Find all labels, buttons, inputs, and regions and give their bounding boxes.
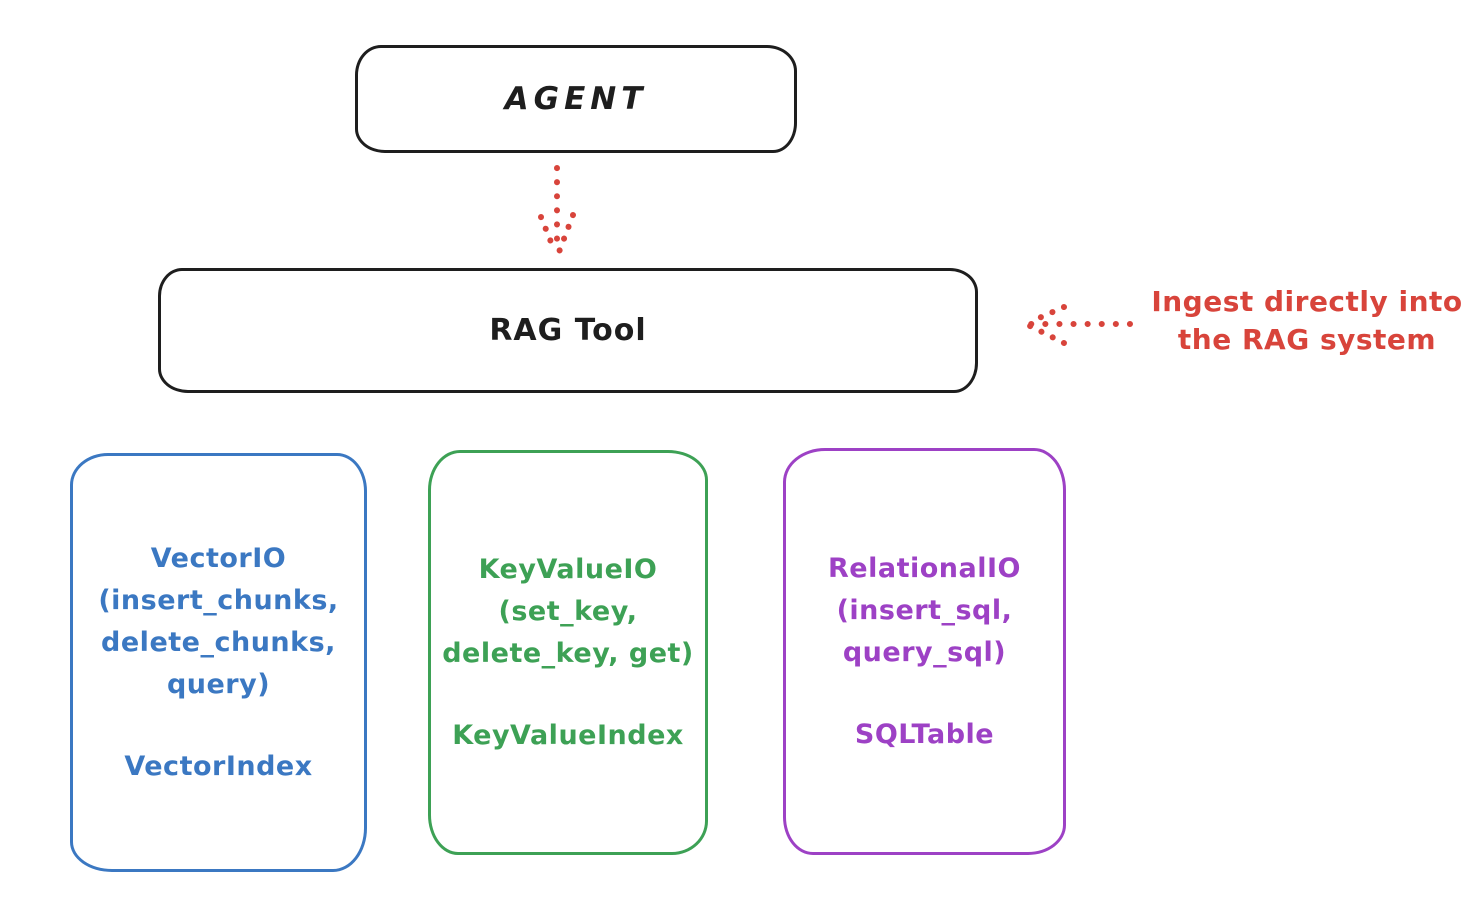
rag-tool-node: RAG Tool <box>158 268 978 393</box>
rag-tool-label: RAG Tool <box>489 313 647 348</box>
agent-node: AGENT <box>355 45 797 153</box>
dotted-arrow-down-icon <box>538 165 576 255</box>
keyvalue-io-node: KeyValueIO (set_key, delete_key, get) Ke… <box>428 450 708 855</box>
relational-io-title: RelationalIO (insert_sql, query_sql) <box>828 552 1021 668</box>
vector-io-title: VectorIO (insert_chunks, delete_chunks, … <box>98 542 339 700</box>
keyvalue-io-title: KeyValueIO (set_key, delete_key, get) <box>442 553 694 669</box>
vector-index-label: VectorIndex <box>124 750 313 782</box>
relational-io-node: RelationalIO (insert_sql, query_sql) SQL… <box>783 448 1066 855</box>
dotted-arrow-left-icon <box>1027 304 1133 346</box>
vector-io-node: VectorIO (insert_chunks, delete_chunks, … <box>70 453 367 872</box>
annotation-text: Ingest directly into the RAG system <box>1151 285 1463 356</box>
sql-table-label: SQLTable <box>854 718 995 750</box>
agent-label: AGENT <box>504 81 648 117</box>
keyvalue-index-label: KeyValueIndex <box>452 719 684 751</box>
